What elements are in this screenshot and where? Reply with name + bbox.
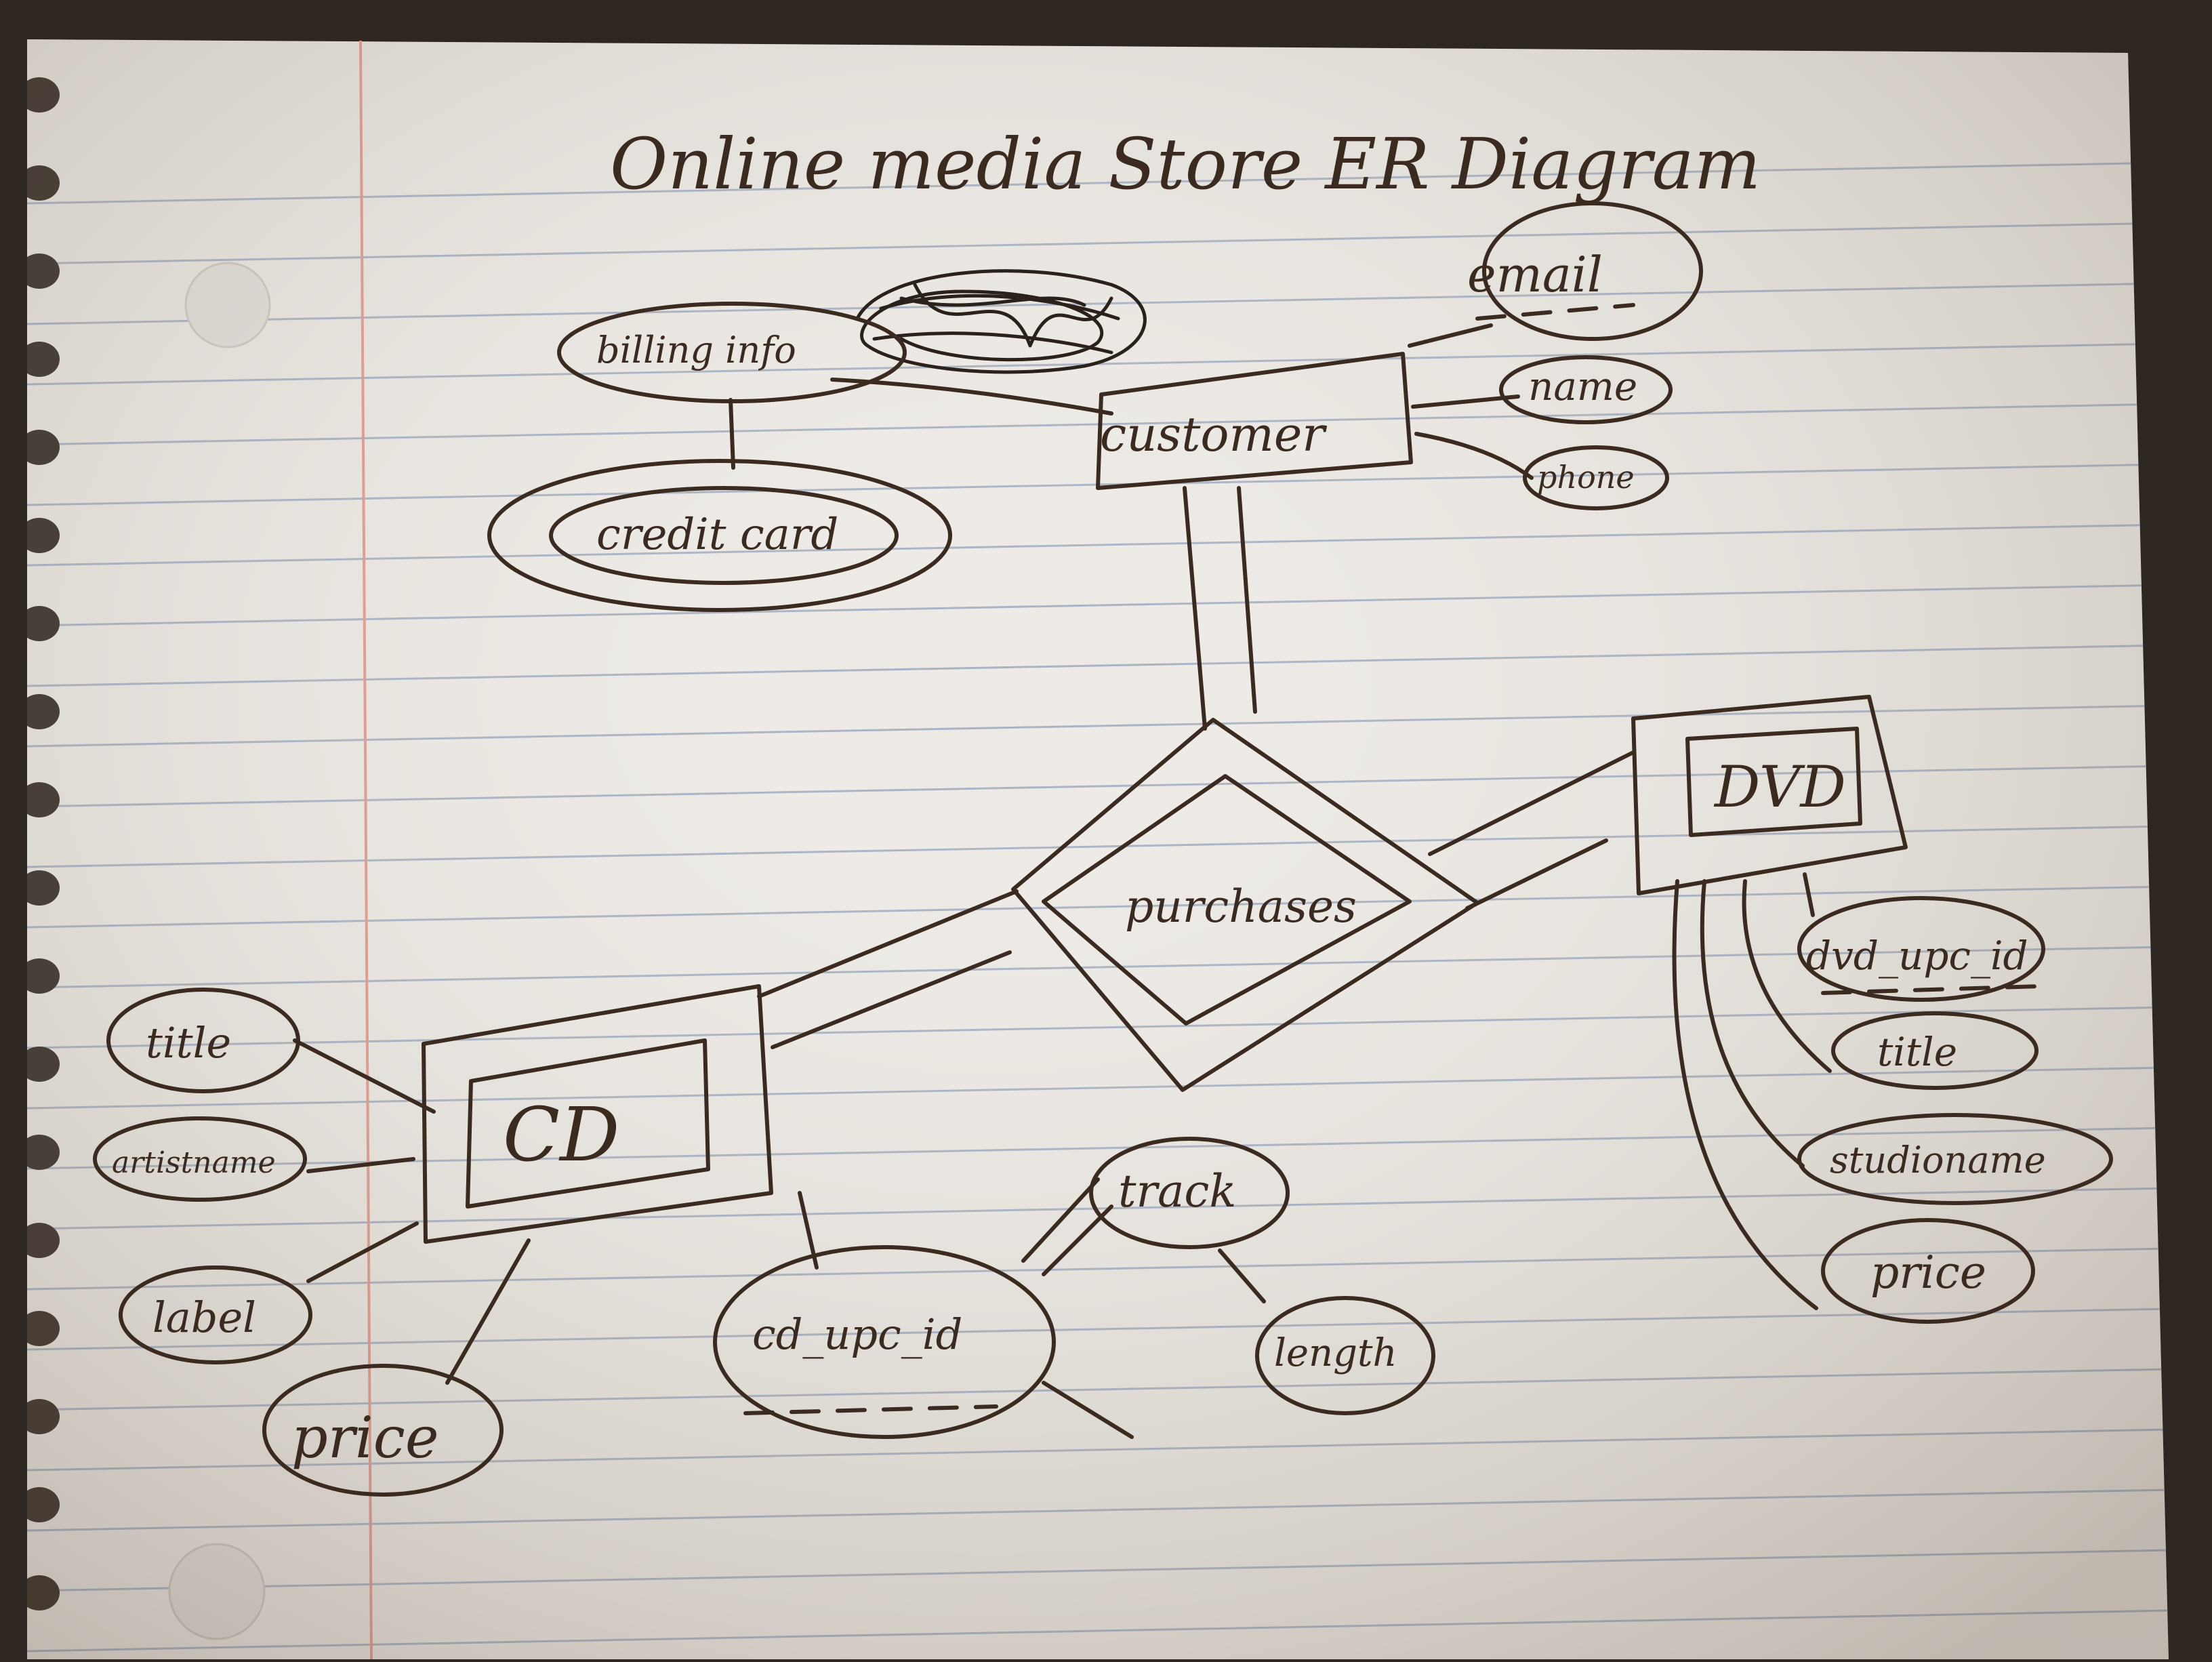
connector-dvd-price (1672, 879, 1818, 1310)
entity-cd (422, 984, 773, 1244)
connector-cd-purchases-b (771, 950, 1012, 1049)
connector-dvd-title (1742, 879, 1832, 1073)
connector-cd-title (293, 1038, 436, 1114)
attribute-dvd-upc-label: dvd_upc_id (1806, 933, 2028, 979)
attribute-name-label: name (1528, 363, 1637, 409)
entity-dvd-inner (1685, 727, 1862, 837)
attribute-billing-label: billing info (596, 329, 796, 371)
attribute-cd-title-oval (106, 988, 300, 1093)
attribute-email-label: email (1467, 246, 1603, 303)
connector-dvd-purchases-b (1465, 838, 1608, 910)
entity-customer-label: customer (1100, 407, 1327, 462)
attribute-track-oval (1089, 1137, 1290, 1249)
attribute-credit-inner (549, 486, 899, 585)
paper-shading (27, 39, 2169, 1659)
connector-customer-purchases-a (1183, 486, 1207, 731)
attribute-cd-upc-label: cd_upc_id (752, 1310, 962, 1359)
attribute-email-oval (1482, 201, 1703, 341)
attribute-length-oval (1255, 1296, 1435, 1415)
connector-customer-purchases-b (1237, 486, 1257, 714)
attribute-credit-label: credit card (596, 510, 838, 560)
attribute-cd-upc-oval (713, 1245, 1056, 1439)
connector-customer-email (1408, 323, 1493, 348)
attribute-phone-label: phone (1537, 459, 1635, 495)
attribute-dvd-price-oval (1821, 1218, 2035, 1324)
attribute-dvd-studio-label: studioname (1830, 1139, 2046, 1181)
connector-track-length (1218, 1249, 1266, 1303)
relationship-purchases (1011, 718, 1479, 1092)
attribute-track-label: track (1118, 1165, 1236, 1217)
attribute-billing-oval (557, 302, 907, 403)
relationship-purchases-inner (1042, 774, 1412, 1026)
attribute-dvd-title-oval (1831, 1011, 2039, 1090)
connector-cd-purchases-a (757, 889, 1019, 998)
entity-dvd (1631, 695, 1908, 895)
attribute-length-label: length (1274, 1331, 1397, 1375)
connector-upc-track-a (1021, 1177, 1100, 1263)
relationship-purchases-outer (1011, 718, 1479, 1092)
connector-cd-artist (306, 1157, 415, 1173)
connector-customer-phone (1414, 432, 1534, 480)
attribute-dvd-upc-oval (1797, 896, 2045, 1002)
key-underlines (743, 303, 2042, 1415)
attribute-cd-title-label: title (146, 1018, 231, 1068)
attribute-dvd-studio-oval (1797, 1113, 2113, 1205)
connector-dvd-studio (1700, 879, 1805, 1168)
entity-cd-outer (422, 984, 773, 1244)
entity-cd-label: CD (503, 1091, 619, 1178)
scribble-mark (855, 269, 1147, 374)
attribute-cd-price-oval (262, 1364, 504, 1497)
connector-billing-credit (729, 398, 735, 470)
connector-dvd-upc (1803, 872, 1815, 917)
attribute-cd-label-oval (119, 1265, 312, 1364)
key-underline-dvd-upc (1821, 984, 2042, 995)
entity-customer (1096, 352, 1413, 490)
attribute-dvd-title-label: title (1877, 1029, 1957, 1075)
entity-dvd-label: DVD (1713, 754, 1846, 820)
connector-cd-price (445, 1238, 531, 1385)
attribute-cd-label-label: label (152, 1293, 256, 1342)
attribute-cd-price-label: price (291, 1404, 439, 1471)
attribute-name-oval (1499, 355, 1673, 424)
entity-cd-inner (466, 1038, 710, 1209)
connector-cd-label (306, 1221, 419, 1283)
entity-dvd-outer (1631, 695, 1908, 895)
connector-dvd-purchases-a (1428, 750, 1635, 856)
relationship-purchases-label: purchases (1125, 880, 1357, 933)
connector-upc-stray (1042, 1381, 1134, 1439)
attribute-phone-oval (1523, 445, 1669, 510)
key-underline-cd-upc (743, 1404, 998, 1415)
attribute-ovals (93, 201, 2113, 1497)
key-underline-email (1475, 303, 1635, 321)
attribute-cd-artist-oval (93, 1116, 307, 1202)
attribute-cd-artist-label: artistname (112, 1146, 276, 1180)
connector-customer-name (1411, 394, 1520, 409)
attribute-credit-outer (487, 459, 952, 612)
attribute-dvd-price-label: price (1870, 1246, 1986, 1299)
entity-customer-box (1096, 352, 1413, 490)
diagram-title: Online media Store ER Diagram (610, 123, 1761, 205)
